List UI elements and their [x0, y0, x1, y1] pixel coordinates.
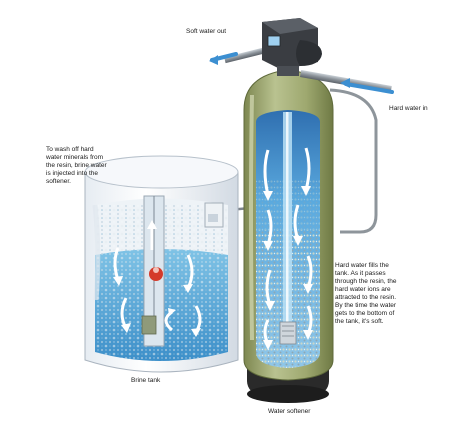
soft-water-out-label: Soft water out — [186, 28, 227, 35]
brine-tank-label: Brine tank — [131, 377, 161, 384]
brine-flow-arrows — [113, 220, 202, 337]
hard-water-in-label: Hard water in — [389, 105, 428, 112]
softener-tank — [243, 60, 334, 403]
flow-arrow-icon — [209, 52, 394, 94]
softener-flow-arrows — [263, 147, 313, 350]
resin-exchange-note: Hard water fills the tank. As it passes … — [335, 262, 397, 325]
brine-injection-note: To wash off hard water minerals from the… — [46, 146, 107, 185]
water-softener-label: Water softener — [268, 408, 311, 415]
brine-tank — [84, 155, 239, 373]
control-valve-icon — [262, 18, 322, 76]
